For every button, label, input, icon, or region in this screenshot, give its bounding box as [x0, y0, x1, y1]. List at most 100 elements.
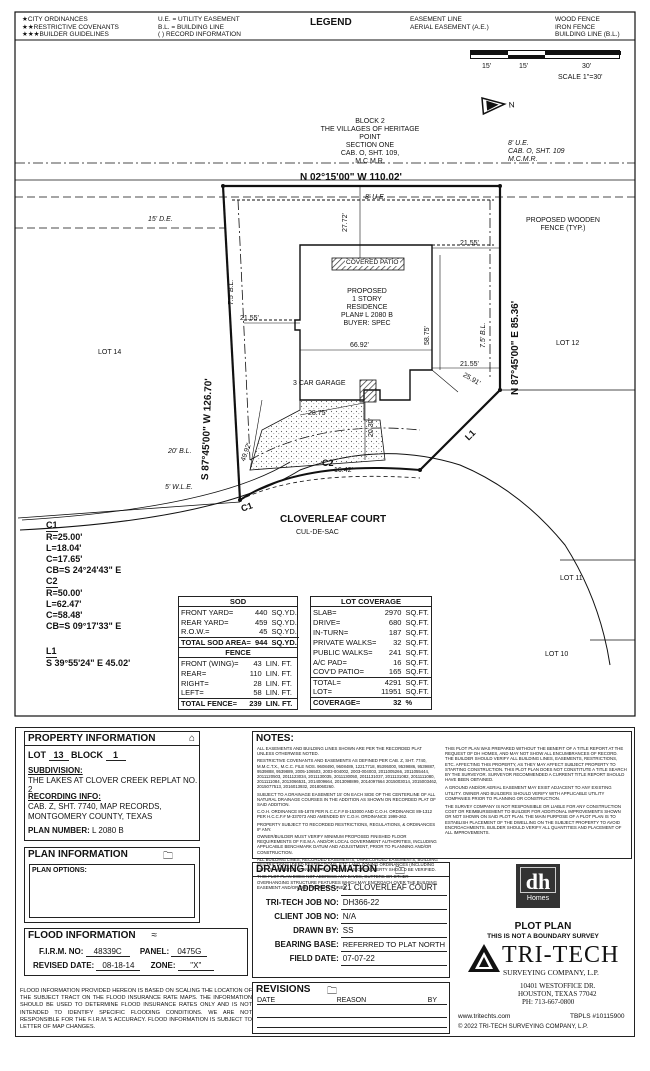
dim-21-55-l: 21.55' [240, 315, 259, 322]
zone-value: "X" [177, 961, 214, 971]
legend-fence-item: WOOD FENCE [555, 16, 600, 23]
dh-logo-sub: Homes [526, 895, 550, 902]
drawing-row: TRI-TECH JOB NO:DH366-22 [255, 895, 447, 910]
note-item: RESTRICTIVE COVENANTS AND EASEMENTS AS D… [257, 758, 438, 790]
svg-text:N: N [508, 100, 515, 109]
revision-line [257, 1017, 447, 1018]
copyright: © 2022 TRI-TECH SURVEYING COMPANY, L.P. [458, 1024, 588, 1030]
cell: SQ.FT. [405, 657, 429, 667]
plan-info-title: PLAN INFORMATION [28, 849, 128, 860]
cell: COVERAGE= [313, 697, 361, 707]
dim-16-42: 16.42' [334, 467, 353, 474]
revised-row: REVISED DATE: 08-18-14 ZONE: "X" [33, 961, 214, 971]
note-item: A GROUND AND/OR AERIAL EASEMENT MAY EXIS… [445, 785, 612, 801]
legend-abbrev-item: U.E. = UTILITY EASEMENT [158, 16, 240, 23]
legend-abbrev: U.E. = UTILITY EASEMENT B.L. = BUILDING … [158, 16, 241, 39]
drawing-row: DRAWN BY:SS [255, 923, 447, 938]
cul-de-sac-label: CUL-DE-SAC [296, 529, 339, 536]
bl-left: 7.5' B.L. [228, 279, 235, 305]
ue-8-label: 8' U.E. [365, 194, 386, 201]
cell: 440 [254, 607, 268, 617]
cell: 43 [253, 658, 262, 668]
frame [14, 11, 636, 717]
cell: IN-TURN= [313, 627, 349, 637]
folder-icon: 🗀 [163, 851, 173, 862]
cell: RIGHT= [181, 678, 209, 688]
cell: PRIVATE WALKS= [313, 637, 377, 647]
company-sub: SURVEYING COMPANY, L.P. [503, 968, 599, 977]
drawing-row: BEARING BASE:REFERRED TO PLAT NORTH [255, 937, 447, 952]
legend-line-item: AERIAL EASEMENT (A.E.) [410, 23, 489, 31]
cell: LIN. FT. [265, 668, 292, 678]
block-label-text: BLOCK [71, 750, 104, 760]
flood-note: FLOOD INFORMATION PROVIDED HEREON IS BAS… [20, 988, 252, 1031]
dim-28-75: 28.75' [308, 410, 327, 417]
cell: REAR YARD= [181, 617, 229, 627]
cell: DRIVE= [313, 617, 341, 627]
cell: REFERRED TO PLAT NORTH [340, 937, 447, 952]
website-link[interactable]: www.tritechts.com [458, 1013, 511, 1020]
lot-12-label: LOT 12 [556, 340, 580, 347]
panel-label: PANEL: [139, 947, 170, 956]
scale-label: SCALE 1"=30' [558, 74, 603, 81]
cell: 45 [259, 627, 268, 637]
revisions-title: REVISIONS [256, 984, 311, 995]
scale-bar [470, 50, 621, 59]
block-label: BLOCK 2 THE VILLAGES OF HERITAGE POINT S… [320, 118, 420, 165]
cell: 28 [253, 678, 262, 688]
col-by: BY [427, 997, 437, 1004]
cell: 241 [388, 647, 402, 657]
dh-homes-logo: dh Homes [516, 864, 560, 908]
cell: PUBLIC WALKS= [313, 647, 373, 657]
legend-note: ★CITY ORDINANCES [22, 16, 88, 23]
cell: FIELD DATE: [289, 953, 339, 963]
legend-fence-item: IRON FENCE [555, 23, 596, 31]
note-item: ALL EASEMENTS AND BUILDING LINES SHOWN A… [257, 746, 422, 757]
cell: REAR= [181, 668, 207, 678]
east-bearing: N 87°45'00" E 85.36' [510, 300, 521, 395]
lot-block-row: LOT 13 BLOCK 1 [28, 750, 126, 761]
cell: 680 [388, 617, 402, 627]
cell: 459 [254, 617, 268, 627]
notes-panel: NOTES: ALL EASEMENTS AND BUILDING LINES … [252, 731, 632, 890]
cell: COV'D PATIO= [313, 667, 364, 677]
coverage-percent: COVERAGE=32% [311, 697, 431, 707]
curve-title: L1 [46, 646, 57, 658]
cell: LIN. FT. [265, 688, 292, 698]
revision-line [257, 1027, 447, 1028]
cell: SQ.FT. [405, 627, 429, 637]
cell: DH366-22 [340, 895, 447, 910]
notes-left-column: ALL EASEMENTS AND BUILDING LINES SHOWN A… [257, 746, 439, 890]
title-block [15, 727, 635, 1037]
curve-line: CB=S 24°24'43" E [46, 565, 122, 575]
panel-value: 0475G [171, 947, 208, 957]
property-info-title: PROPERTY INFORMATION [25, 732, 199, 746]
cell: SQ.FT. [405, 667, 429, 677]
drawing-info-title: DRAWING INFORMATION [253, 863, 449, 877]
cell: 110 [249, 668, 262, 678]
cell: SQ.YD. [271, 637, 297, 647]
tbpls-number: TBPLS #10115900 [570, 1013, 625, 1020]
lot-11-label: LOT 11 [560, 575, 583, 582]
recording-value: CAB. Z, SHT. 7740, MAP RECORDS, MONTGOME… [28, 802, 162, 821]
c2-label: C2 [322, 458, 334, 468]
lot-label: LOT [28, 750, 46, 760]
flood-info-panel: FLOOD INFORMATION ≈ F.I.R.M. NO: 48339C … [24, 928, 248, 976]
revised-label: REVISED DATE: [33, 961, 95, 970]
plot-plan-title: PLOT PLAN [514, 921, 572, 932]
